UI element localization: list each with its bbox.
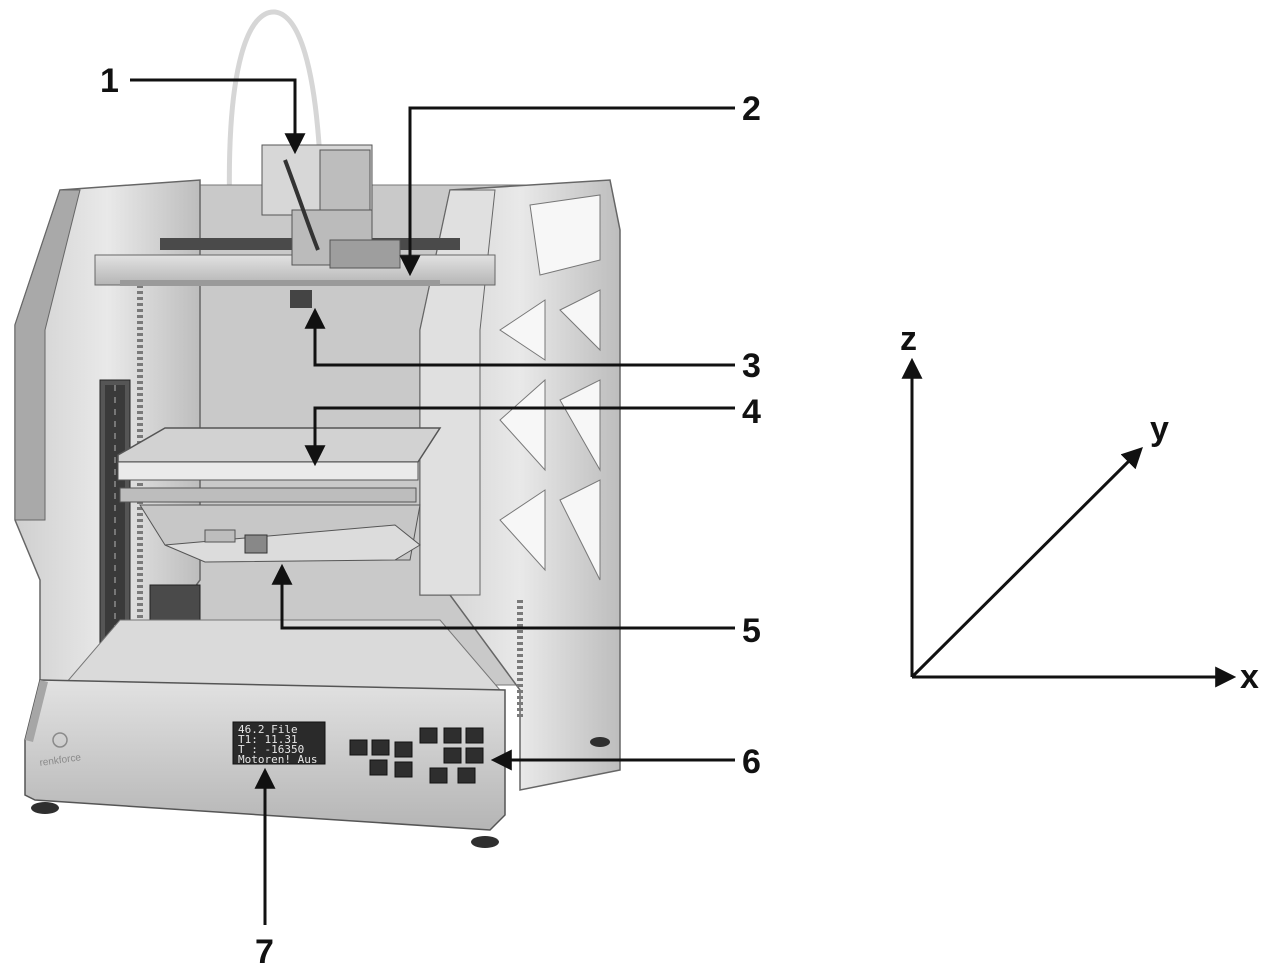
control-button (419, 727, 438, 744)
callout-7-label: 7 (255, 933, 274, 970)
control-button (394, 761, 413, 778)
lcd-line-1: 46.2 File (238, 723, 298, 736)
nozzle (290, 290, 312, 308)
lcd-display: 46.2 File T1: 11.31 T : -16350 Motoren! … (232, 721, 326, 766)
callout-1-label: 1 (100, 62, 119, 100)
x-axis-rod (120, 280, 440, 286)
axis-glyph (901, 357, 1237, 688)
y-axis-label: y (1150, 410, 1169, 448)
foot-back-right (590, 737, 610, 747)
callout-3-leader (304, 307, 735, 367)
callout-2-leader (399, 106, 735, 277)
callout-1-leader (130, 78, 306, 155)
callout-5-leader (271, 563, 735, 630)
control-buttons (349, 727, 484, 784)
control-button (465, 727, 484, 744)
control-button (429, 767, 448, 784)
callout-4-label: 4 (742, 393, 761, 431)
control-button (394, 741, 413, 758)
control-button (457, 767, 476, 784)
callout-numbers: 1 2 3 4 5 6 7 (100, 62, 761, 970)
control-button (443, 747, 462, 764)
foot-front-right (471, 836, 499, 848)
right-frame-cutouts (499, 194, 601, 581)
filament-tube (226, 9, 323, 221)
extruder-assembly (261, 144, 401, 308)
printer-illustration: renkforce 46.2 File T1: 11.31 T : -16350… (14, 9, 621, 848)
callout-6-label: 6 (742, 743, 761, 781)
control-button (465, 747, 484, 764)
axis-labels: z y x (900, 320, 1259, 696)
lcd-line-3: T : -16350 (238, 743, 304, 756)
control-button (443, 727, 462, 744)
callout-5-label: 5 (742, 612, 761, 650)
z-axis-label: z (900, 320, 917, 358)
lcd-line-2: T1: 11.31 (238, 733, 298, 746)
x-axis-label: x (1240, 658, 1259, 696)
control-button (369, 759, 388, 776)
callout-leaders (130, 78, 735, 925)
callout-2-label: 2 (742, 90, 761, 128)
callout-3-label: 3 (742, 347, 761, 385)
callout-4-leader (304, 406, 735, 467)
y-carriage (164, 524, 421, 563)
control-button (371, 739, 390, 756)
control-button (349, 739, 368, 756)
y-axis-arrow (910, 447, 1143, 679)
foot-front-left (31, 802, 59, 814)
lcd-line-4: Motoren! Aus (238, 753, 317, 766)
base-floor (58, 619, 502, 691)
